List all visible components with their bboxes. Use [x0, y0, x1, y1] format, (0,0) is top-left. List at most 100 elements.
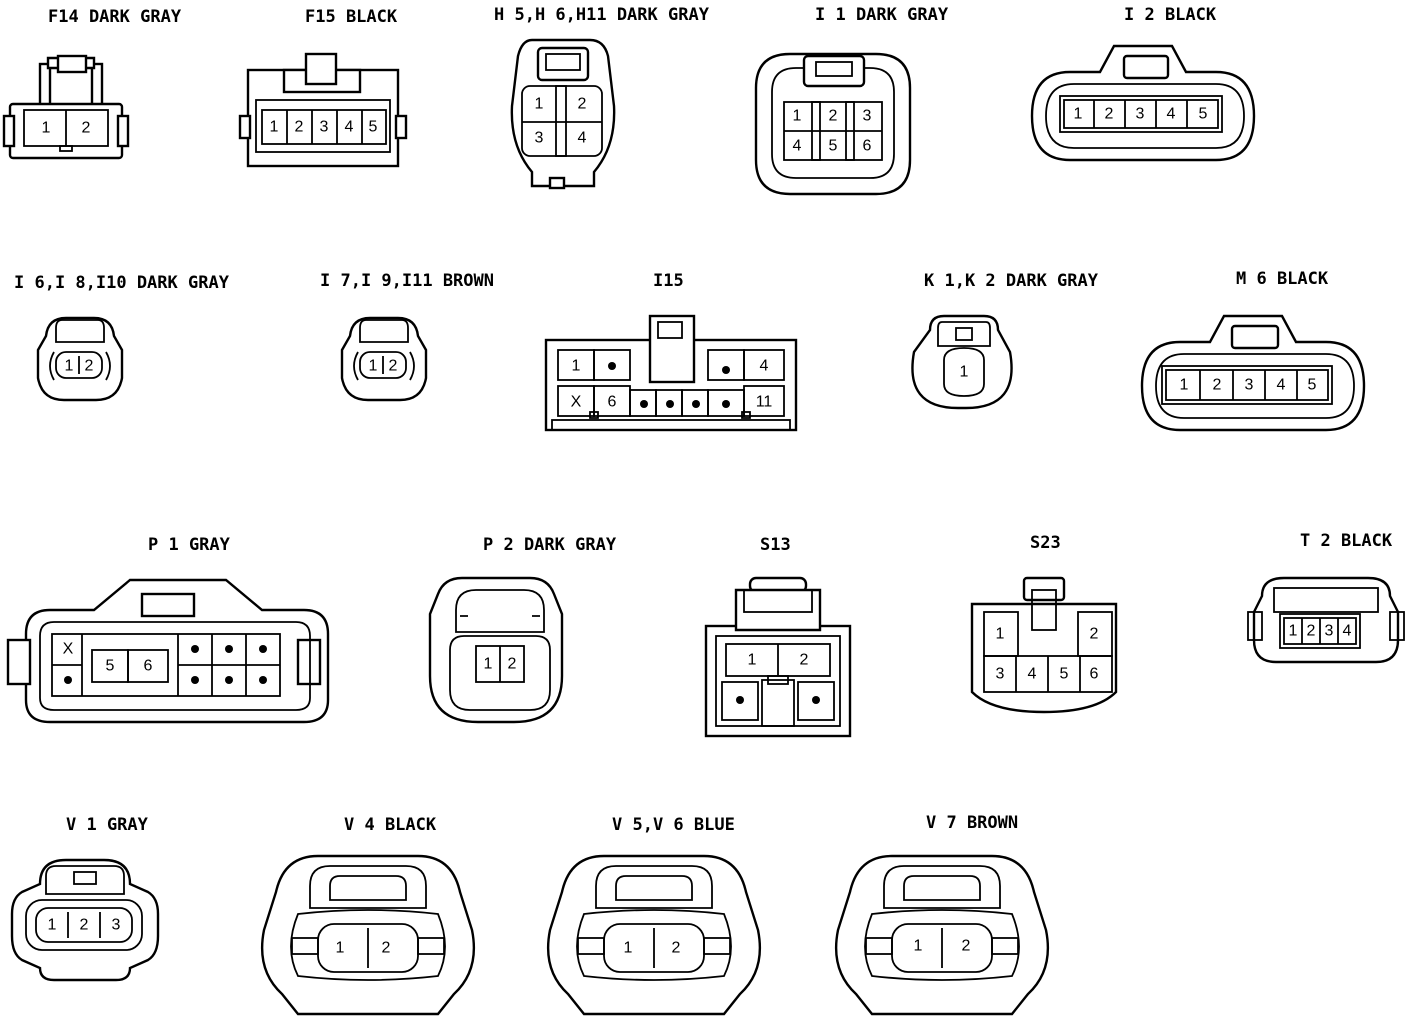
connector-t2: T 2 BLACK 1 2 3 4	[1247, 531, 1405, 664]
connector-p2: P 2 DARK GRAY 1 2	[428, 535, 617, 724]
pin-i15-4: 4	[760, 358, 769, 375]
pin-p1-6: 6	[144, 658, 153, 675]
pin-v7-1: 1	[914, 938, 923, 955]
pin-i15-x: X	[571, 394, 582, 411]
connector-i15: I15 1 4 X 6 11	[544, 271, 798, 432]
pin-s23-3: 3	[996, 666, 1005, 683]
pin-h5-4: 4	[578, 130, 587, 147]
pin-s23-1: 1	[996, 626, 1005, 643]
label-m6: M 6 BLACK	[1236, 269, 1329, 289]
connector-i6: I 6,I 8,I10 DARK GRAY 1 2	[14, 273, 230, 402]
connector-f14: F14 DARK GRAY 1 2	[2, 7, 182, 160]
connector-h5: H 5,H 6,H11 DARK GRAY 1 2 3 4	[494, 5, 710, 190]
label-v5: V 5,V 6 BLUE	[612, 815, 735, 835]
pin-i7-1: 1	[369, 358, 378, 375]
pin-t2-1: 1	[1289, 623, 1298, 640]
pin-s23-5: 5	[1060, 666, 1069, 683]
connector-m6: M 6 BLACK 1 2 3 4 5	[1140, 269, 1366, 432]
pin-f15-5: 5	[369, 119, 378, 136]
label-i1: I 1 DARK GRAY	[815, 5, 949, 25]
label-i6: I 6,I 8,I10 DARK GRAY	[14, 273, 230, 293]
pin-p2-1: 1	[484, 656, 493, 673]
pin-v4-2: 2	[382, 940, 391, 957]
pin-v1-2: 2	[80, 917, 89, 934]
pin-i7-2: 2	[389, 358, 398, 375]
pin-f15-4: 4	[345, 119, 354, 136]
connector-s13: S13 1 2	[704, 535, 852, 738]
connector-i1: I 1 DARK GRAY 1 2 3 4 5 6	[754, 5, 949, 196]
pin-f15-1: 1	[270, 119, 279, 136]
connector-i2: I 2 BLACK 1 2 3 4 5	[1030, 5, 1256, 162]
label-t2: T 2 BLACK	[1300, 531, 1393, 551]
pin-f14-2: 2	[82, 120, 91, 137]
label-v7: V 7 BROWN	[926, 813, 1018, 833]
label-i2: I 2 BLACK	[1124, 5, 1217, 25]
pin-h5-1: 1	[535, 96, 544, 113]
connector-s23: S23 1 2 3 4 5 6	[970, 533, 1118, 714]
pin-s13-2: 2	[800, 652, 809, 669]
label-k1: K 1,K 2 DARK GRAY	[924, 271, 1099, 291]
pin-k1-1: 1	[960, 364, 969, 381]
pin-s23-6: 6	[1090, 666, 1099, 683]
pin-v4-1: 1	[336, 940, 345, 957]
connector-v5: V 5,V 6 BLUE 1 2	[546, 815, 762, 1016]
pin-v1-3: 3	[112, 917, 121, 934]
pin-i1-4: 4	[793, 138, 802, 155]
label-p1: P 1 GRAY	[148, 535, 231, 555]
pin-i15-1: 1	[572, 358, 581, 375]
pin-h5-2: 2	[578, 96, 587, 113]
pin-i1-1: 1	[793, 108, 802, 125]
pin-v5-1: 1	[624, 940, 633, 957]
pin-s23-2: 2	[1090, 626, 1099, 643]
label-s23: S23	[1030, 533, 1061, 553]
label-s13: S13	[760, 535, 791, 555]
pin-v7-2: 2	[962, 938, 971, 955]
pin-i2-5: 5	[1199, 106, 1208, 123]
connector-v7: V 7 BROWN 1 2	[834, 813, 1050, 1016]
connector-v1: V 1 GRAY 1 2 3	[10, 815, 160, 982]
connector-p1: P 1 GRAY X 5 6	[6, 535, 330, 724]
label-v1: V 1 GRAY	[66, 815, 149, 835]
pin-i2-3: 3	[1136, 106, 1145, 123]
pin-t2-3: 3	[1325, 623, 1334, 640]
pin-p1-5: 5	[106, 658, 115, 675]
pin-i15-11: 11	[756, 394, 773, 411]
label-i15: I15	[653, 271, 684, 291]
pin-i2-4: 4	[1167, 106, 1176, 123]
pin-f15-2: 2	[295, 119, 304, 136]
pin-i1-3: 3	[863, 108, 872, 125]
pin-m6-2: 2	[1213, 377, 1222, 394]
pin-i2-2: 2	[1105, 106, 1114, 123]
pin-i6-2: 2	[85, 358, 94, 375]
label-v4: V 4 BLACK	[344, 815, 437, 835]
connector-v4: V 4 BLACK 1 2	[260, 815, 476, 1016]
pin-v1-1: 1	[48, 917, 57, 934]
pin-m6-3: 3	[1245, 377, 1254, 394]
pin-h5-3: 3	[535, 130, 544, 147]
pin-i15-6: 6	[608, 394, 617, 411]
connector-f15: F15 BLACK 1 2 3 4 5	[238, 7, 408, 168]
pin-v5-2: 2	[672, 940, 681, 957]
pin-i1-2: 2	[829, 108, 838, 125]
pin-p1-x: X	[63, 641, 74, 658]
label-p2: P 2 DARK GRAY	[483, 535, 617, 555]
pin-i1-5: 5	[829, 138, 838, 155]
pin-m6-4: 4	[1277, 377, 1286, 394]
pin-i6-1: 1	[65, 358, 74, 375]
pin-t2-2: 2	[1307, 623, 1316, 640]
label-i7: I 7,I 9,I11 BROWN	[320, 271, 494, 291]
pin-s13-1: 1	[748, 652, 757, 669]
label-f15: F15 BLACK	[305, 7, 398, 27]
connector-k1: K 1,K 2 DARK GRAY 1	[911, 271, 1099, 410]
pin-f14-1: 1	[42, 120, 51, 137]
pin-p2-2: 2	[508, 656, 517, 673]
connector-i7: I 7,I 9,I11 BROWN 1 2	[320, 271, 494, 402]
label-f14: F14 DARK GRAY	[48, 7, 182, 27]
pin-t2-4: 4	[1343, 623, 1352, 640]
pin-i2-1: 1	[1074, 106, 1083, 123]
pin-i1-6: 6	[863, 138, 872, 155]
pin-s23-4: 4	[1028, 666, 1037, 683]
pin-m6-5: 5	[1308, 377, 1317, 394]
label-h5: H 5,H 6,H11 DARK GRAY	[494, 5, 710, 25]
